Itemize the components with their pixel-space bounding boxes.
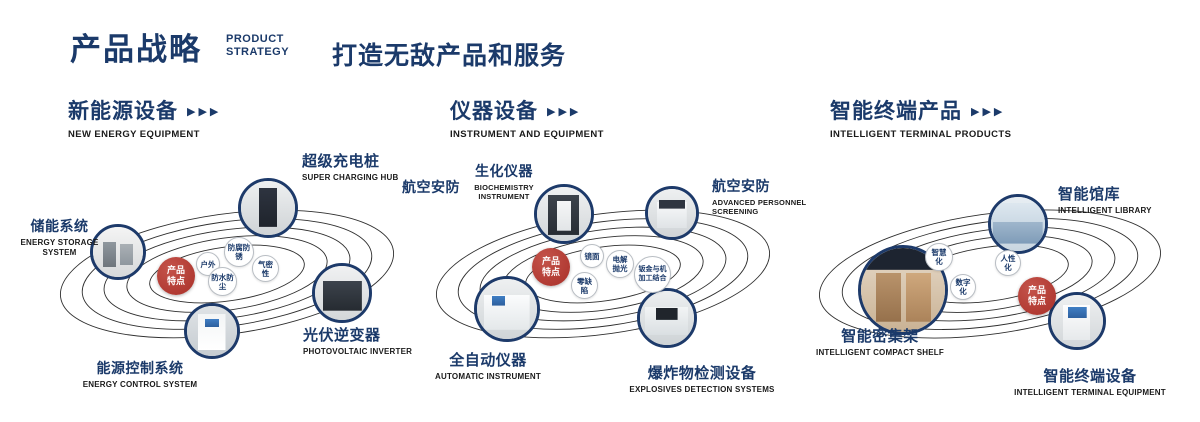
product-name-cn: 智能馆库 xyxy=(1058,186,1121,203)
label-energy-storage: 储能系统 ENERGY STORAGE SYSTEM xyxy=(12,216,107,258)
section-title: 新能源设备 xyxy=(68,100,178,123)
page-tagline: 打造无敌产品和服务 xyxy=(332,42,567,70)
section-title: 智能终端产品 xyxy=(830,100,962,123)
equipment-illustration xyxy=(537,187,591,241)
product-name-cn: 光伏逆变器 xyxy=(303,327,381,344)
section-header-instruments: 仪器设备 ▶▶▶ INSTRUMENT AND EQUIPMENT xyxy=(450,95,604,140)
equipment-illustration xyxy=(241,181,295,235)
photo-biochemistry-instrument xyxy=(534,184,594,244)
section-header-new-energy: 新能源设备 ▶▶▶ NEW ENERGY EQUIPMENT xyxy=(68,95,221,140)
equipment-illustration xyxy=(1051,295,1103,347)
photo-intelligent-terminal-equipment xyxy=(1048,292,1106,350)
triple-arrow-icon: ▶▶▶ xyxy=(547,106,582,118)
product-name-en: ENERGY CONTROL SYSTEM xyxy=(82,380,198,389)
photo-energy-storage xyxy=(90,224,146,280)
feature-bubble: 镜面 xyxy=(580,244,604,268)
badge-text: 产品特点 xyxy=(1027,285,1046,306)
product-name-en: SUPER CHARGING HUB xyxy=(302,173,399,182)
feature-bubble: 电解抛光 xyxy=(606,250,634,278)
page-subtitle-line2: STRATEGY xyxy=(226,46,290,58)
equipment-illustration xyxy=(477,279,537,339)
product-name-cn: 航空安防 xyxy=(712,178,770,194)
triple-arrow-icon: ▶▶▶ xyxy=(971,106,1006,118)
equipment-illustration xyxy=(991,197,1045,251)
feature-bubble: 人性化 xyxy=(995,250,1021,276)
product-name-en: BIOCHEMISTRY INSTRUMENT xyxy=(474,183,534,202)
photo-energy-control-system xyxy=(184,303,240,359)
section-subtitle: NEW ENERGY EQUIPMENT xyxy=(68,129,200,140)
feature-bubble: 气密性 xyxy=(252,255,279,282)
product-name-cn: 全自动仪器 xyxy=(449,352,527,369)
product-name-en: INTELLIGENT LIBRARY xyxy=(1058,206,1152,215)
feature-bubble: 数字化 xyxy=(950,274,976,300)
label-super-charging-hub: 超级充电桩 SUPER CHARGING HUB xyxy=(302,150,412,183)
badge-text: 产品特点 xyxy=(166,265,185,286)
product-name-en: ADVANCED PERSONNEL SCREENING xyxy=(712,198,807,217)
product-name-en: EXPLOSIVES DETECTION SYSTEMS xyxy=(629,385,775,394)
product-name-en: ENERGY STORAGE SYSTEM xyxy=(20,238,99,257)
product-name-en: PHOTOVOLTAIC INVERTER xyxy=(303,347,413,356)
photo-automatic-instrument xyxy=(474,276,540,342)
feature-bubble: 防腐防锈 xyxy=(224,237,254,267)
section-title: 仪器设备 xyxy=(450,100,538,123)
photo-explosives-detection xyxy=(637,288,697,348)
photo-photovoltaic-inverter xyxy=(312,263,372,323)
section-subtitle: INTELLIGENT TERMINAL PRODUCTS xyxy=(830,129,1012,140)
equipment-illustration xyxy=(648,189,696,237)
page-subtitle: PRODUCT STRATEGY xyxy=(226,33,289,59)
label-photovoltaic-inverter: 光伏逆变器 PHOTOVOLTAIC INVERTER xyxy=(303,324,423,357)
equipment-illustration xyxy=(640,291,694,345)
page-title: 产品战略 xyxy=(70,32,202,67)
equipment-illustration xyxy=(315,266,369,320)
product-name-en: INTELLIGENT COMPACT SHELF xyxy=(816,348,944,357)
product-features-badge: 产品特点 xyxy=(1018,277,1056,315)
product-features-badge: 产品特点 xyxy=(157,257,195,295)
feature-bubble: 防水防尘 xyxy=(208,267,237,296)
photo-personnel-screening xyxy=(645,186,699,240)
product-name-cn: 智能终端设备 xyxy=(1043,368,1137,385)
product-name-cn: 能源控制系统 xyxy=(96,360,184,376)
badge-text: 产品特点 xyxy=(541,256,560,277)
product-name-cn: 生化仪器 xyxy=(475,163,533,179)
triple-arrow-icon: ▶▶▶ xyxy=(187,106,222,118)
label-explosives-detection: 爆炸物检测设备 EXPLOSIVES DETECTION SYSTEMS xyxy=(622,362,782,395)
product-name-cn: 超级充电桩 xyxy=(302,153,380,170)
page-subtitle-line1: PRODUCT xyxy=(226,33,284,45)
feature-bubble: 零缺陷 xyxy=(571,272,598,299)
product-features-badge: 产品特点 xyxy=(532,248,570,286)
label-energy-control-system: 能源控制系统 ENERGY CONTROL SYSTEM xyxy=(70,358,210,390)
feature-bubble: 钣金与机加工结合 xyxy=(634,256,671,293)
label-aviation-security-left: 航空安防 xyxy=(402,179,460,195)
photo-super-charging-hub xyxy=(238,178,298,238)
label-automatic-instrument: 全自动仪器 AUTOMATIC INSTRUMENT xyxy=(428,349,548,382)
product-name-cn: 储能系统 xyxy=(30,218,89,234)
section-subtitle: INSTRUMENT AND EQUIPMENT xyxy=(450,129,604,140)
label-aviation-security-right: 航空安防 ADVANCED PERSONNEL SCREENING xyxy=(712,176,827,217)
product-name-en: AUTOMATIC INSTRUMENT xyxy=(435,372,541,381)
label-intelligent-terminal-equipment: 智能终端设备 INTELLIGENT TERMINAL EQUIPMENT xyxy=(1005,365,1175,398)
product-name-cn: 智能密集架 xyxy=(841,328,919,345)
section-header-intelligent-terminal: 智能终端产品 ▶▶▶ INTELLIGENT TERMINAL PRODUCTS xyxy=(830,95,1011,140)
product-name-en: INTELLIGENT TERMINAL EQUIPMENT xyxy=(1014,388,1166,397)
label-biochemistry-instrument: 生化仪器 BIOCHEMISTRY INSTRUMENT xyxy=(460,161,548,202)
feature-bubble: 智慧化 xyxy=(925,243,953,271)
equipment-illustration xyxy=(187,306,237,356)
product-name-cn: 爆炸物检测设备 xyxy=(647,365,757,382)
label-intelligent-library: 智能馆库 INTELLIGENT LIBRARY xyxy=(1058,183,1188,216)
label-intelligent-compact-shelf: 智能密集架 INTELLIGENT COMPACT SHELF xyxy=(815,325,945,358)
photo-intelligent-library xyxy=(988,194,1048,254)
equipment-illustration xyxy=(93,227,143,277)
